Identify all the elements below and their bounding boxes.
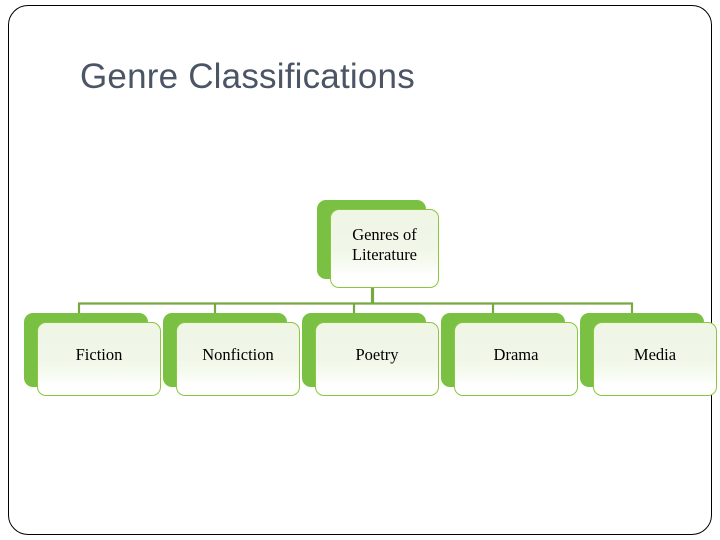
node-label: Media	[633, 345, 677, 365]
node-nonfiction[interactable]: Nonfiction	[163, 313, 300, 396]
node-card: Media	[593, 322, 717, 396]
node-card: Fiction	[37, 322, 161, 396]
page-title: Genre Classifications	[80, 57, 415, 96]
node-label: Poetry	[355, 345, 399, 365]
node-fiction[interactable]: Fiction	[24, 313, 161, 396]
node-drama[interactable]: Drama	[441, 313, 578, 396]
node-card: Poetry	[315, 322, 439, 396]
node-label: Drama	[493, 345, 539, 365]
node-label: Nonfiction	[202, 345, 274, 365]
node-label-line2: Literature	[351, 244, 418, 264]
node-card: Nonfiction	[176, 322, 300, 396]
node-label-line1: Genres of	[352, 225, 417, 245]
node-card: Drama	[454, 322, 578, 396]
node-label: Fiction	[75, 345, 123, 365]
node-media[interactable]: Media	[580, 313, 717, 396]
node-poetry[interactable]: Poetry	[302, 313, 439, 396]
